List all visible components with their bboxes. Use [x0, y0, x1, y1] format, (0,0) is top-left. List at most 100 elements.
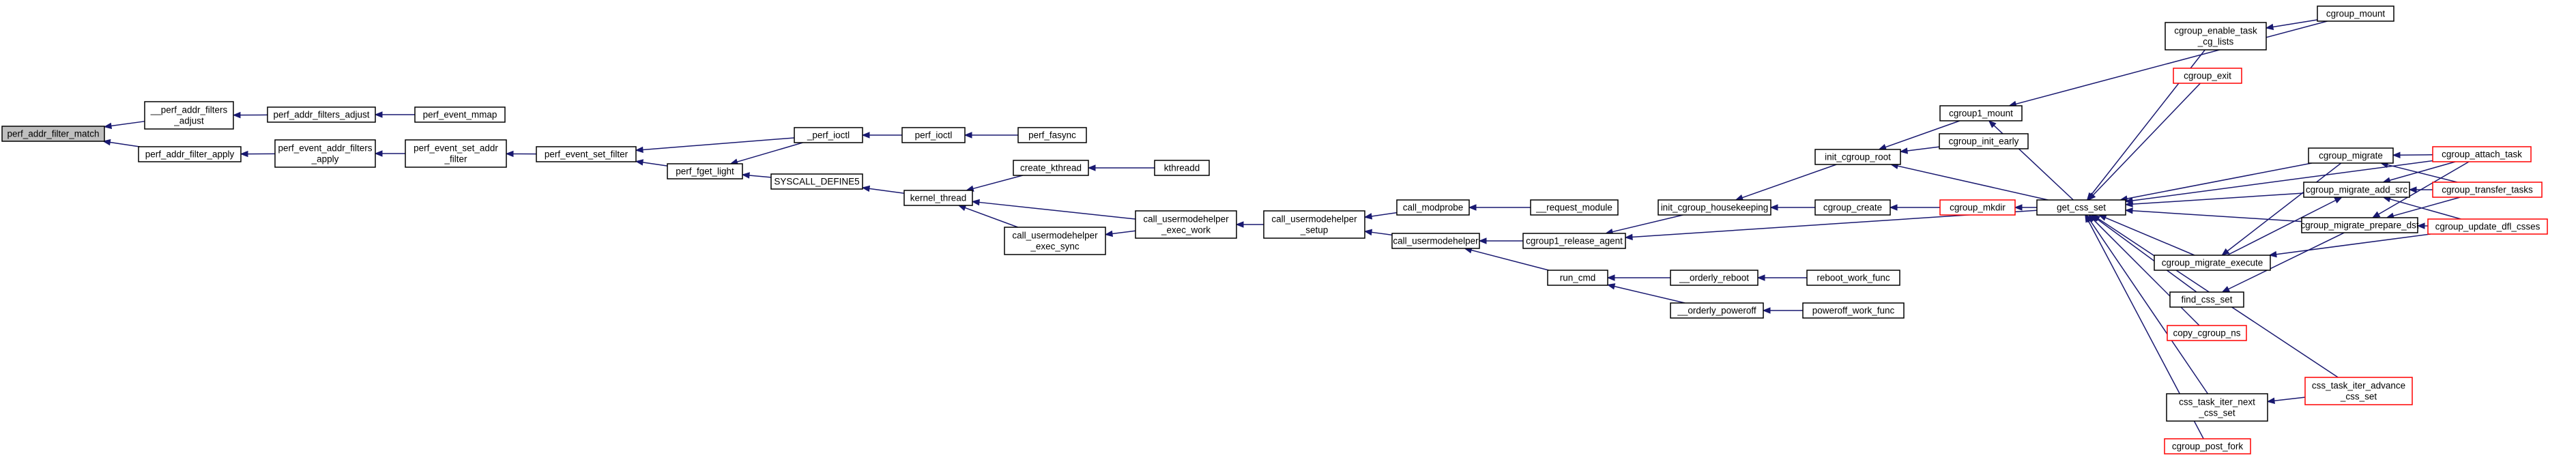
node-perf-fget-light[interactable]: perf_fget_light: [667, 163, 743, 179]
node-cgroup-attach-task[interactable]: cgroup_attach_task: [2432, 146, 2532, 162]
node-perf-addr-filter-apply[interactable]: perf_addr_filter_apply: [138, 146, 242, 162]
node-cgroup-mount[interactable]: cgroup_mount: [2317, 5, 2394, 22]
node-box[interactable]: [903, 190, 973, 206]
node-box[interactable]: [144, 101, 234, 130]
node-box[interactable]: [405, 139, 507, 168]
node-run-cmd[interactable]: run_cmd: [1547, 270, 1608, 286]
node-call-usermodehelper-setup[interactable]: call_usermodehelper_setup: [1263, 210, 1365, 239]
node-call-usermodehelper[interactable]: call_usermodehelper: [1391, 233, 1480, 249]
node-box[interactable]: [1670, 270, 1759, 286]
node-kernel-thread[interactable]: kernel_thread: [903, 190, 973, 206]
node-box[interactable]: [1814, 199, 1891, 216]
node-kthreadd[interactable]: kthreadd: [1154, 160, 1210, 176]
node-box[interactable]: [2169, 291, 2244, 308]
node-box[interactable]: [1522, 233, 1626, 249]
node-box[interactable]: [2164, 438, 2251, 454]
node-box[interactable]: [1670, 302, 1764, 319]
node-box[interactable]: [2165, 22, 2267, 50]
node-cgroup-migrate-add-src[interactable]: cgroup_migrate_add_src: [2303, 182, 2410, 198]
node-box[interactable]: [1013, 160, 1089, 176]
node-perf-event-mmap[interactable]: perf_event_mmap: [414, 106, 506, 123]
node-box[interactable]: [1658, 199, 1771, 216]
node-box[interactable]: [2173, 68, 2242, 84]
node-box[interactable]: [901, 127, 966, 143]
node-box[interactable]: [1530, 199, 1619, 216]
node-cgroup-post-fork[interactable]: cgroup_post_fork: [2164, 438, 2251, 454]
node-call-usermodehelper-exec-sync[interactable]: call_usermodehelper_exec_sync: [1004, 227, 1106, 255]
node-box[interactable]: [2154, 255, 2271, 271]
node-box[interactable]: [1814, 149, 1901, 165]
node-perf-fasync[interactable]: perf_fasync: [1017, 127, 1087, 143]
node-find-css-set[interactable]: find_css_set: [2169, 291, 2244, 308]
node-copy-cgroup-ns[interactable]: copy_cgroup_ns: [2167, 325, 2247, 341]
node-reboot-work-func[interactable]: reboot_work_func: [1806, 270, 1900, 286]
node-box[interactable]: [2301, 217, 2418, 233]
node-box[interactable]: [1263, 210, 1365, 239]
node-cgroup-transfer-tasks[interactable]: cgroup_transfer_tasks: [2432, 182, 2543, 198]
node-box[interactable]: [2036, 199, 2126, 216]
node-call-modprobe[interactable]: call_modprobe: [1396, 199, 1470, 216]
node-perf-event-set-filter[interactable]: perf_event_set_filter: [536, 146, 637, 162]
node-perf-ioctl[interactable]: perf_ioctl: [901, 127, 966, 143]
node-box[interactable]: [1391, 233, 1480, 249]
node-perf-addr-filters-adjust[interactable]: perf_addr_filters_adjust: [267, 106, 376, 123]
node-box[interactable]: [1154, 160, 1210, 176]
node-cgroup-migrate-execute[interactable]: cgroup_migrate_execute: [2154, 255, 2271, 271]
node-box[interactable]: [1396, 199, 1470, 216]
node-css-task-iter-advance-css-set[interactable]: css_task_iter_advance_css_set: [2304, 377, 2413, 405]
node-cgroup1-mount[interactable]: cgroup1_mount: [1939, 105, 2023, 121]
node--perf-ioctl[interactable]: _perf_ioctl: [794, 127, 863, 143]
node-cgroup-update-dfl-csses[interactable]: cgroup_update_dfl_csses: [2427, 218, 2548, 235]
node-box[interactable]: [1017, 127, 1087, 143]
node-box[interactable]: [1939, 133, 2029, 149]
node-box[interactable]: [274, 139, 376, 168]
node-orderly-poweroff[interactable]: __orderly_poweroff: [1670, 302, 1764, 319]
node-perf-addr-filters-adjust-inner[interactable]: __perf_addr_filters_adjust: [144, 101, 234, 130]
node-cgroup-create[interactable]: cgroup_create: [1814, 199, 1891, 216]
node-box[interactable]: [414, 106, 506, 123]
node-box[interactable]: [1547, 270, 1608, 286]
node-box[interactable]: [1, 126, 105, 142]
node-box[interactable]: [138, 146, 242, 162]
node-perf-event-addr-filters-apply[interactable]: perf_event_addr_filters_apply: [274, 139, 376, 168]
node-box[interactable]: [770, 173, 863, 190]
node-cgroup-exit[interactable]: cgroup_exit: [2173, 68, 2242, 84]
node-request-module[interactable]: __request_module: [1530, 199, 1619, 216]
node-init-cgroup-housekeeping[interactable]: init_cgroup_housekeeping: [1658, 199, 1771, 216]
node-poweroff-work-func[interactable]: poweroff_work_func: [1802, 302, 1905, 319]
node-perf-event-set-addr-filter[interactable]: perf_event_set_addr_filter: [405, 139, 507, 168]
node-box[interactable]: [267, 106, 376, 123]
node-cgroup-migrate-prepare-dst[interactable]: cgroup_migrate_prepare_dst: [2300, 217, 2419, 233]
node-box[interactable]: [1806, 270, 1900, 286]
node-create-kthread[interactable]: create_kthread: [1013, 160, 1089, 176]
node-orderly-reboot[interactable]: __orderly_reboot: [1670, 270, 1759, 286]
node-box[interactable]: [1004, 227, 1106, 255]
node-box[interactable]: [2166, 393, 2268, 422]
node-box[interactable]: [2303, 182, 2410, 198]
node-box[interactable]: [1939, 105, 2023, 121]
node-init-cgroup-root[interactable]: init_cgroup_root: [1814, 149, 1901, 165]
node-box[interactable]: [2308, 147, 2394, 164]
node-cgroup-enable-task-cg-lists[interactable]: cgroup_enable_task_cg_lists: [2165, 22, 2267, 50]
node-box[interactable]: [794, 127, 863, 143]
node-box[interactable]: [2432, 146, 2532, 162]
node-box[interactable]: [1135, 210, 1237, 239]
node-box[interactable]: [2167, 325, 2247, 341]
node-get-css-set[interactable]: get_css_set: [2036, 199, 2126, 216]
node-box[interactable]: [667, 163, 743, 179]
node-cgroup-migrate[interactable]: cgroup_migrate: [2308, 147, 2394, 164]
node-box[interactable]: [2427, 218, 2548, 235]
node-call-usermodehelper-exec-work[interactable]: call_usermodehelper_exec_work: [1135, 210, 1237, 239]
node-perf-addr-filter-match[interactable]: perf_addr_filter_match: [1, 126, 105, 142]
node-box[interactable]: [1802, 302, 1905, 319]
node-cgroup-init-early[interactable]: cgroup_init_early: [1939, 133, 2029, 149]
node-SYSCALL-DEFINE5[interactable]: SYSCALL_DEFINE5: [770, 173, 863, 190]
node-cgroup-mkdir[interactable]: cgroup_mkdir: [1939, 199, 2016, 216]
node-cgroup1-release-agent[interactable]: cgroup1_release_agent: [1522, 233, 1626, 249]
node-css-task-iter-next-css-set[interactable]: css_task_iter_next_css_set: [2166, 393, 2268, 422]
node-box[interactable]: [2317, 5, 2394, 22]
node-box[interactable]: [2432, 182, 2543, 198]
node-box[interactable]: [2304, 377, 2413, 405]
node-box[interactable]: [536, 146, 637, 162]
node-box[interactable]: [1939, 199, 2016, 216]
